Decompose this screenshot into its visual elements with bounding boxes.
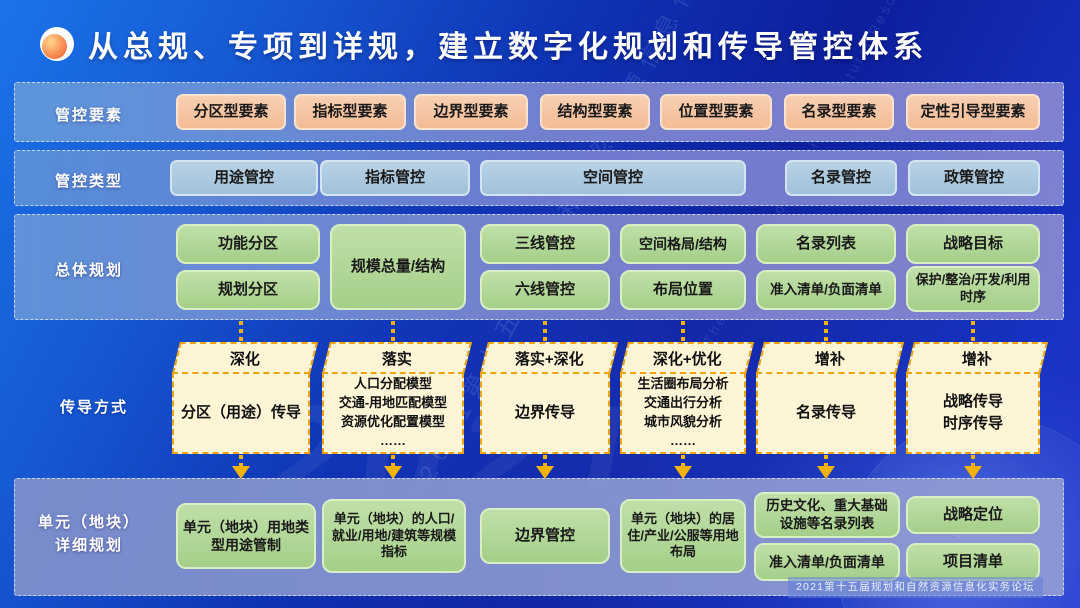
master-cell-scale-structure: 规模总量/结构	[330, 224, 466, 310]
down-arrow-icon	[674, 466, 692, 479]
down-arrow-icon	[384, 466, 402, 479]
element-box-qualitative: 定性引导型要素	[906, 94, 1040, 130]
element-box-zoning: 分区型要素	[176, 94, 286, 130]
flag-method-label: 落实+深化	[514, 350, 584, 368]
type-box-spatial: 空间管控	[480, 160, 746, 196]
flag-detail: 分区（用途）传导	[172, 372, 310, 454]
master-cell-layout-location: 布局位置	[620, 270, 746, 310]
detailed-cell-boundary-control: 边界管控	[480, 508, 610, 564]
type-box-use: 用途管控	[170, 160, 318, 196]
flag-detail: 名录传导	[756, 372, 896, 454]
transmission-flag-models: 落实 人口分配模型 交通-用地匹配模型 资源优化配置模型 ……	[322, 342, 472, 454]
detailed-cell-strategic-position: 战略定位	[906, 496, 1040, 534]
element-box-boundary: 边界型要素	[414, 94, 528, 130]
flag-method-label: 增补	[814, 350, 845, 368]
master-cell-catalog-list: 名录列表	[756, 224, 896, 264]
detailed-cell-project-list: 项目清单	[906, 543, 1040, 581]
type-box-indicator: 指标管控	[320, 160, 470, 196]
connector-line	[824, 321, 828, 341]
type-box-policy: 政策管控	[908, 160, 1040, 196]
flag-method-header: 深化	[172, 342, 318, 374]
connector-line	[543, 321, 547, 341]
transmission-flag-catalog: 增补 名录传导	[756, 342, 904, 454]
element-box-location: 位置型要素	[660, 94, 772, 130]
row-label-master-plan: 总体规划	[54, 262, 123, 279]
transmission-flag-zoning: 深化 分区（用途）传导	[172, 342, 318, 454]
flag-detail: 生活圈布局分析 交通出行分析 城市风貌分析 ……	[620, 372, 746, 454]
row-label-transmission: 传导方式	[59, 399, 128, 416]
master-cell-function-zoning: 功能分区	[176, 224, 320, 264]
element-box-indicator: 指标型要素	[294, 94, 406, 130]
orange-sphere-icon	[42, 34, 67, 59]
flag-method-label: 深化	[229, 350, 260, 368]
connector-line	[391, 321, 395, 341]
flag-detail: 战略传导 时序传导	[906, 372, 1040, 454]
connector-line	[971, 321, 975, 341]
detailed-cell-access-negative-list: 准入清单/负面清单	[754, 543, 900, 581]
flag-method-header: 深化+优化	[620, 342, 754, 374]
connector-line	[543, 455, 547, 468]
connector-line	[391, 455, 395, 468]
master-cell-plan-zoning: 规划分区	[176, 270, 320, 310]
master-cell-spatial-pattern: 空间格局/结构	[620, 224, 746, 264]
flag-method-label: 落实	[381, 350, 412, 368]
transmission-flag-analysis: 深化+优化 生活圈布局分析 交通出行分析 城市风貌分析 ……	[620, 342, 754, 454]
detailed-cell-catalog-list: 历史文化、重大基础设施等名录列表	[754, 492, 900, 538]
row-label-control-types: 管控类型	[54, 173, 123, 190]
connector-line	[971, 455, 975, 468]
connector-line	[239, 455, 243, 468]
down-arrow-icon	[817, 466, 835, 479]
flag-method-header: 落实+深化	[480, 342, 618, 374]
flag-method-label: 深化+优化	[652, 350, 722, 368]
down-arrow-icon	[964, 466, 982, 479]
flag-method-header: 增补	[756, 342, 904, 374]
master-cell-three-lines: 三线管控	[480, 224, 610, 264]
down-arrow-icon	[536, 466, 554, 479]
row-label-detailed-plan: 单元（地块） 详细规划	[37, 514, 140, 554]
connector-line	[681, 321, 685, 341]
page-title: 从总规、专项到详规，建立数字化规划和传导管控体系	[88, 31, 928, 64]
detailed-cell-land-layout: 单元（地块）的居住/产业/公服等用地布局	[620, 499, 746, 573]
row-label-control-elements: 管控要素	[54, 107, 123, 124]
flag-detail: 边界传导	[480, 372, 610, 454]
element-box-catalog: 名录型要素	[784, 94, 894, 130]
master-cell-access-negative-list: 准入清单/负面清单	[756, 270, 896, 310]
slide-title-block: 从总规、专项到详规，建立数字化规划和传导管控体系	[40, 22, 928, 66]
transmission-flag-boundary: 落实+深化 边界传导	[480, 342, 618, 454]
flag-detail: 人口分配模型 交通-用地匹配模型 资源优化配置模型 ……	[322, 372, 464, 454]
forum-badge: 2021第十五届规划和自然资源信息化实务论坛	[788, 577, 1043, 598]
detailed-cell-land-use-control: 单元（地块）用地类型用途管制	[176, 503, 316, 569]
connector-line	[681, 455, 685, 468]
master-cell-six-lines: 六线管控	[480, 270, 610, 310]
title-bullet-icon	[40, 27, 74, 61]
flag-method-label: 增补	[961, 350, 992, 368]
master-cell-strategic-goal: 战略目标	[906, 224, 1040, 264]
element-box-structure: 结构型要素	[540, 94, 650, 130]
detailed-cell-scale-indicators: 单元（地块）的人口/就业/用地/建筑等规模指标	[322, 499, 466, 573]
type-box-catalog: 名录管控	[785, 160, 897, 196]
connector-line	[239, 321, 243, 341]
connector-line	[824, 455, 828, 468]
transmission-flag-strategy: 增补 战略传导 时序传导	[906, 342, 1048, 454]
down-arrow-icon	[232, 466, 250, 479]
master-cell-sequence: 保护/整治/开发/利用时序	[906, 266, 1040, 312]
flag-method-header: 落实	[322, 342, 472, 374]
flag-method-header: 增补	[906, 342, 1048, 374]
